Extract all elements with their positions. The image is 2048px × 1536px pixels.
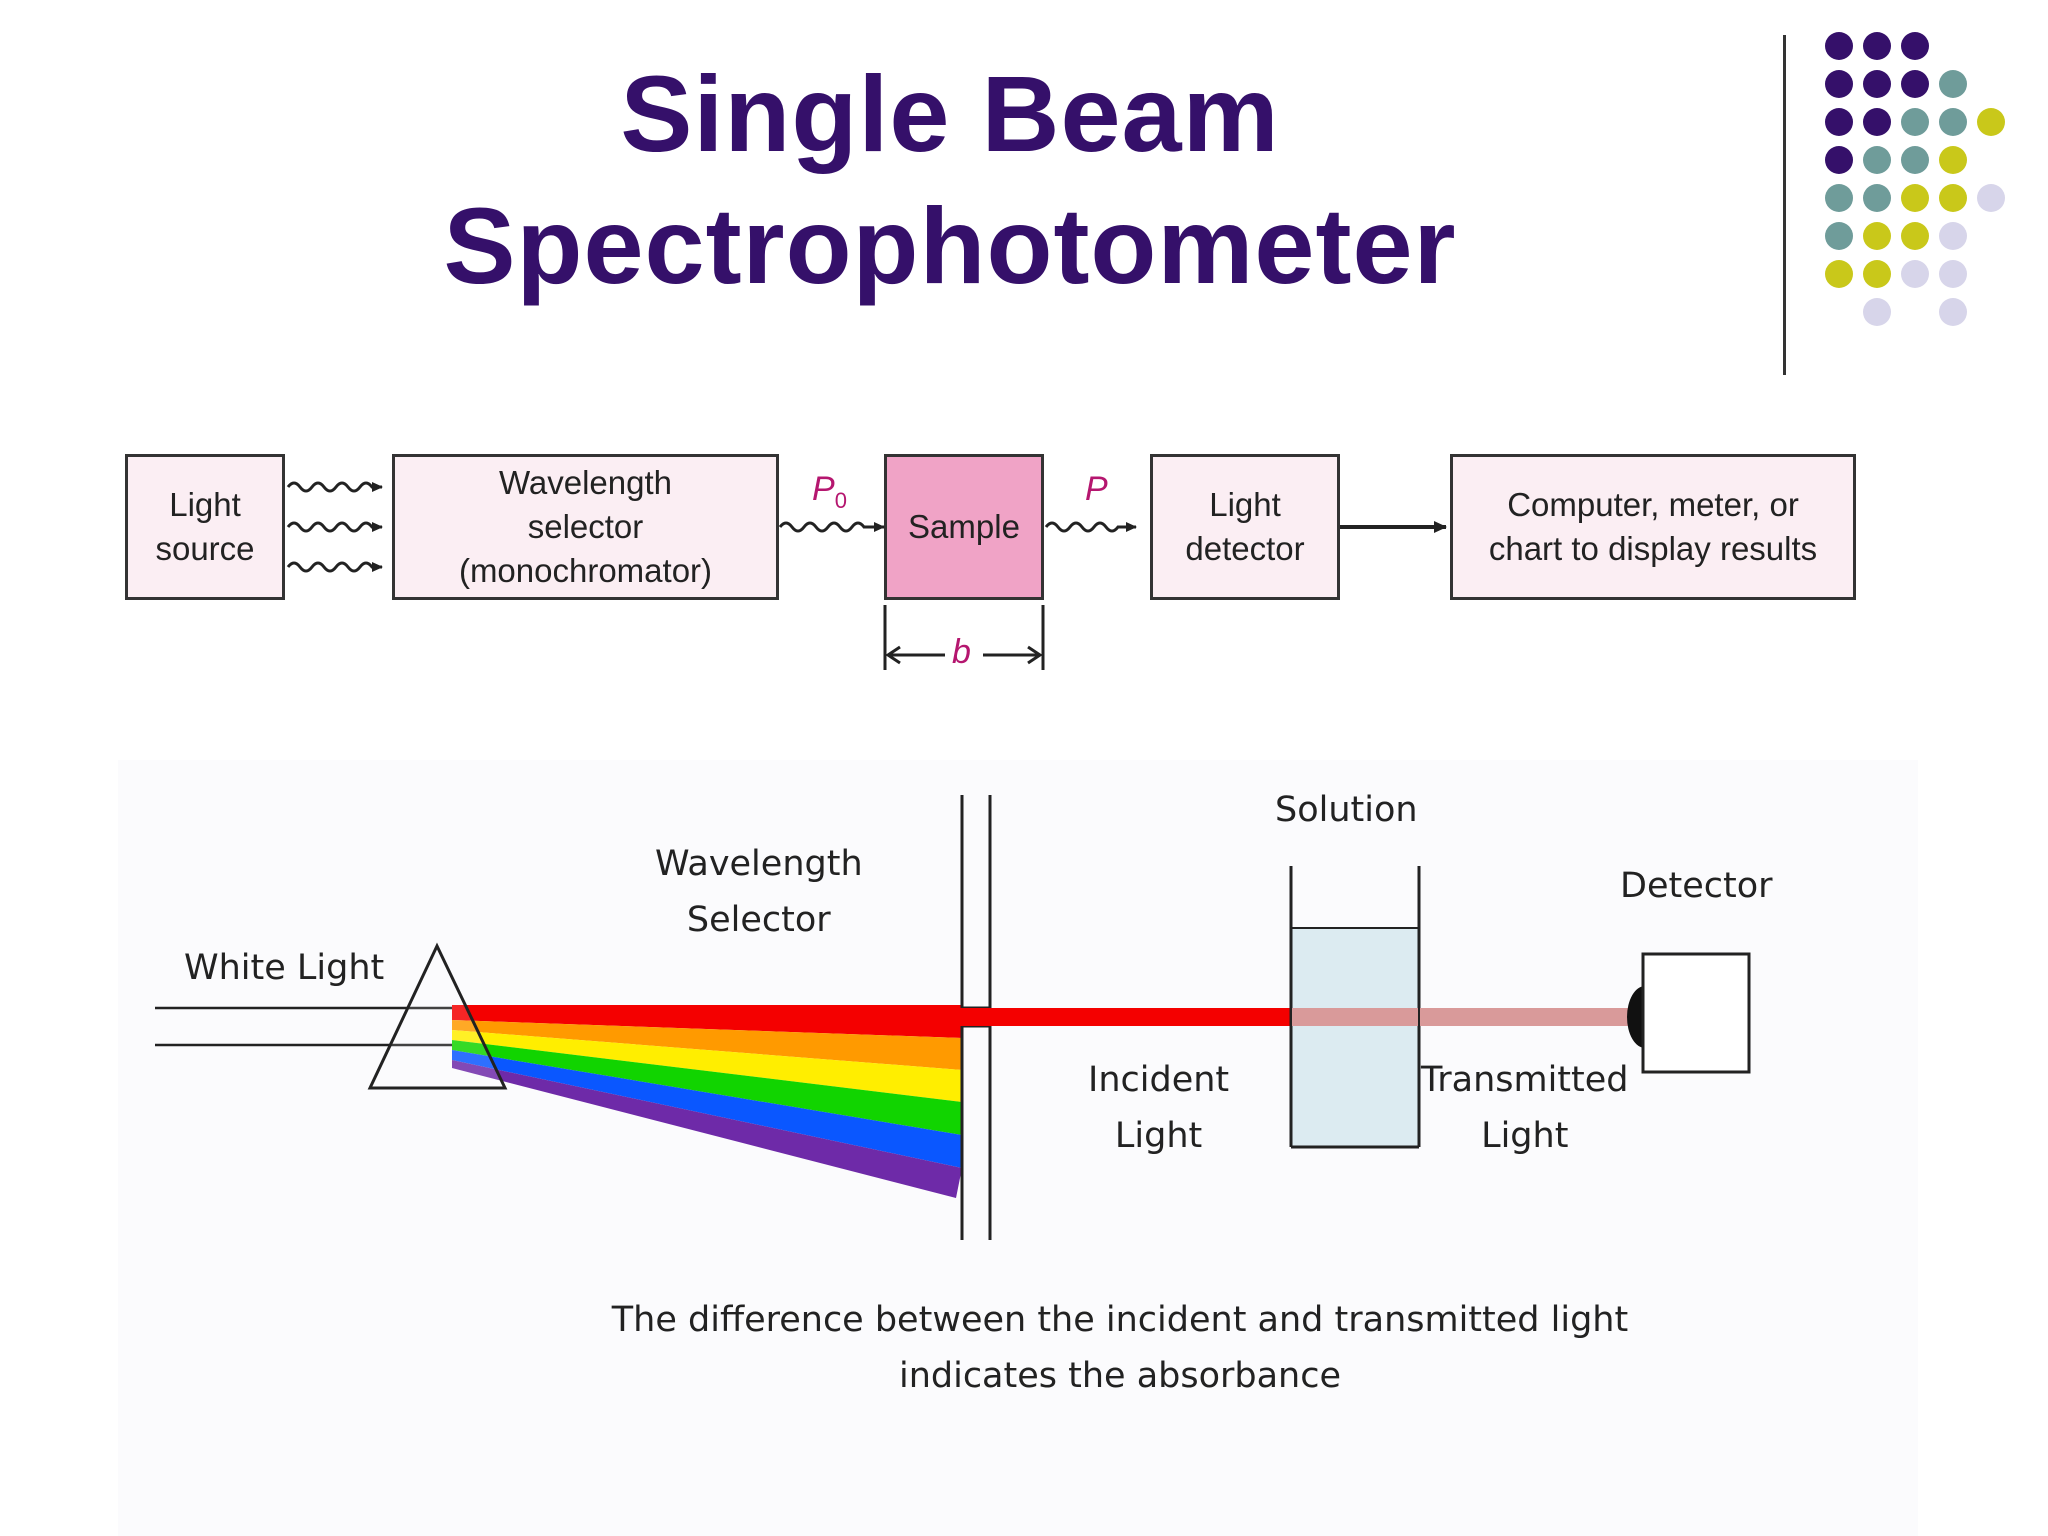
white-light-label: White Light <box>184 948 385 988</box>
spectrum-band-red <box>452 1005 962 1038</box>
decorative-dot <box>1901 184 1929 212</box>
wavelength-selector-label-2: selector <box>527 508 644 545</box>
p0-subscript: 0 <box>834 487 847 513</box>
wavelength-selector-illustration-label: Wavelength Selector <box>655 836 863 948</box>
prism <box>367 942 508 1090</box>
decorative-dot <box>1863 222 1891 250</box>
incident-light-beam <box>962 1008 1292 1026</box>
p-label: P <box>1085 470 1108 508</box>
wave-arrow-p0 <box>778 521 885 533</box>
sample-label: Sample <box>908 508 1020 545</box>
white-light-beam <box>155 1006 455 1047</box>
caption-line-2: indicates the absorbance <box>898 1356 1342 1396</box>
detector-lens <box>1627 986 1645 1048</box>
illustration-panel <box>118 760 1918 1536</box>
decorative-dot <box>1863 146 1891 174</box>
transmitted-light-label: Transmitted Light <box>1421 1052 1629 1164</box>
decorative-dot <box>1939 222 1967 250</box>
decorative-dot <box>1863 70 1891 98</box>
solution-label: Solution <box>1275 790 1418 830</box>
spectrum-fan <box>452 1005 962 1198</box>
light-detector-box: Light detector <box>1150 454 1340 600</box>
decorative-dot <box>1939 70 1967 98</box>
decorative-divider-line <box>1783 35 1786 375</box>
decorative-dot <box>1863 298 1891 326</box>
light-detector-label-2: detector <box>1185 530 1305 567</box>
spectrum-band-violet <box>452 1060 962 1198</box>
title-line-1: Single Beam <box>620 53 1280 174</box>
decorative-dot <box>1901 108 1929 136</box>
path-length-label: b <box>952 633 971 671</box>
transmitted-light-line-2: Light <box>1481 1116 1569 1156</box>
wave-arrow-3 <box>286 561 383 573</box>
decorative-dot <box>1825 108 1853 136</box>
light-source-label-1: Light <box>169 486 241 523</box>
decorative-dot <box>1863 260 1891 288</box>
decorative-dot <box>1901 146 1929 174</box>
wavelength-selector-box: Wavelength selector (monochromator) <box>392 454 779 600</box>
decorative-dot <box>1825 32 1853 60</box>
decorative-dot <box>1863 184 1891 212</box>
detector-label: Detector <box>1620 866 1773 906</box>
spectrum-band-orange <box>452 1020 962 1070</box>
incident-light-line-1: Incident <box>1088 1060 1230 1100</box>
display-results-box: Computer, meter, or chart to display res… <box>1450 454 1856 600</box>
cuvette-outline <box>1289 866 1421 1149</box>
absorbance-caption: The difference between the incident and … <box>520 1292 1720 1404</box>
detector-box <box>1641 952 1751 1074</box>
decorative-dot <box>1939 184 1967 212</box>
wavelength-selector-illustration-line-2: Selector <box>686 900 831 940</box>
slide-title: Single Beam Spectrophotometer <box>300 48 1600 312</box>
decorative-dot <box>1939 260 1967 288</box>
decorative-dot <box>1939 298 1967 326</box>
light-source-box: Light source <box>125 454 285 600</box>
path-length-indicator <box>883 605 1045 670</box>
decorative-dot <box>1825 146 1853 174</box>
wave-arrow-p <box>1044 521 1137 533</box>
wavelength-selector-label-1: Wavelength <box>498 464 673 501</box>
decorative-dot <box>1977 184 2005 212</box>
decorative-dot <box>1825 260 1853 288</box>
wave-arrow-2 <box>286 521 383 533</box>
wavelength-selector-label-3: (monochromator) <box>458 552 713 589</box>
wavelength-selector-illustration-line-1: Wavelength <box>655 844 863 884</box>
p0-letter: P <box>812 470 835 508</box>
decorative-dot <box>1901 70 1929 98</box>
decorative-dot <box>1901 222 1929 250</box>
caption-line-1: The difference between the incident and … <box>611 1300 1629 1340</box>
decorative-dot <box>1901 32 1929 60</box>
spectrum-band-blue <box>452 1050 962 1168</box>
light-detector-label-1: Light <box>1209 486 1281 523</box>
incident-light-line-2: Light <box>1114 1116 1203 1156</box>
transmitted-light-line-1: Transmitted <box>1421 1060 1629 1100</box>
solution-liquid <box>1291 928 1419 1146</box>
p0-label: P0 <box>812 470 847 514</box>
sample-box: Sample <box>884 454 1044 600</box>
decorative-dot <box>1863 108 1891 136</box>
decorative-dot <box>1977 108 2005 136</box>
decorative-dot <box>1939 108 1967 136</box>
incident-light-label: Incident Light <box>1088 1052 1229 1164</box>
decorative-dot <box>1825 222 1853 250</box>
display-results-label-2: chart to display results <box>1488 530 1818 567</box>
decorative-dot <box>1863 32 1891 60</box>
beam-through-solution <box>1292 1008 1418 1026</box>
transmitted-light-beam <box>1420 1008 1630 1026</box>
wave-arrow-1 <box>286 481 383 493</box>
light-source-label-2: source <box>155 530 255 567</box>
spectrum-band-green <box>452 1040 962 1135</box>
decorative-dot <box>1825 184 1853 212</box>
display-results-label-1: Computer, meter, or <box>1507 486 1799 523</box>
spectrum-band-yellow <box>452 1030 962 1102</box>
decorative-dot <box>1901 260 1929 288</box>
title-line-2: Spectrophotometer <box>443 185 1457 306</box>
decorative-dot <box>1939 146 1967 174</box>
light-source-wave-arrows <box>286 481 1137 573</box>
decorative-dot <box>1825 70 1853 98</box>
